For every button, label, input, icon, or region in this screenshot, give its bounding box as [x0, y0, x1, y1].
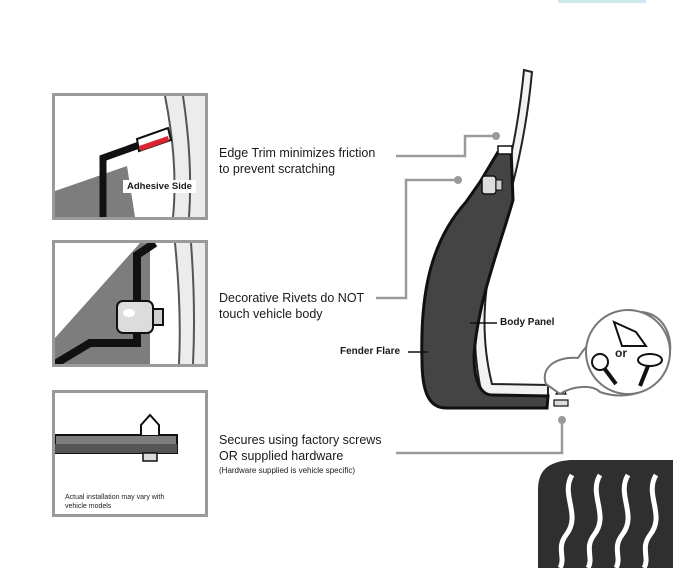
installation-note-line1: Actual installation may vary with — [65, 494, 165, 501]
rivets-caption-line1: Decorative Rivets do NOT — [219, 291, 365, 305]
adhesive-side-label: Adhesive Side — [123, 180, 196, 193]
or-label: or — [615, 346, 627, 360]
tire-illustration — [538, 460, 673, 568]
secures-caption-line1: Secures using factory screws — [219, 433, 382, 447]
edge-trim-caption-line2: to prevent scratching — [219, 162, 336, 176]
body-panel-label: Body Panel — [500, 317, 555, 328]
installation-note-line2: vehicle models — [65, 503, 112, 510]
leader-lines — [376, 134, 564, 455]
rivets-caption-line2: touch vehicle body — [219, 307, 323, 321]
hardware-detail-panel: Actual installation may vary with vehicl… — [52, 390, 208, 517]
top-accent-bar — [558, 0, 646, 3]
edge-trim-illustration — [55, 96, 205, 217]
hardware-illustration — [55, 413, 178, 462]
secures-caption-line2: OR supplied hardware — [219, 449, 344, 463]
rivet-detail-panel — [52, 240, 208, 367]
leader-dots — [454, 132, 566, 424]
fender-flare-label: Fender Flare — [340, 346, 401, 357]
rivet-illustration — [55, 243, 205, 364]
edge-trim-caption-line1: Edge Trim minimizes friction — [219, 146, 376, 160]
edge-trim-detail-panel: Adhesive Side — [52, 93, 208, 220]
secures-caption-note: (Hardware supplied is vehicle specific) — [219, 466, 356, 475]
